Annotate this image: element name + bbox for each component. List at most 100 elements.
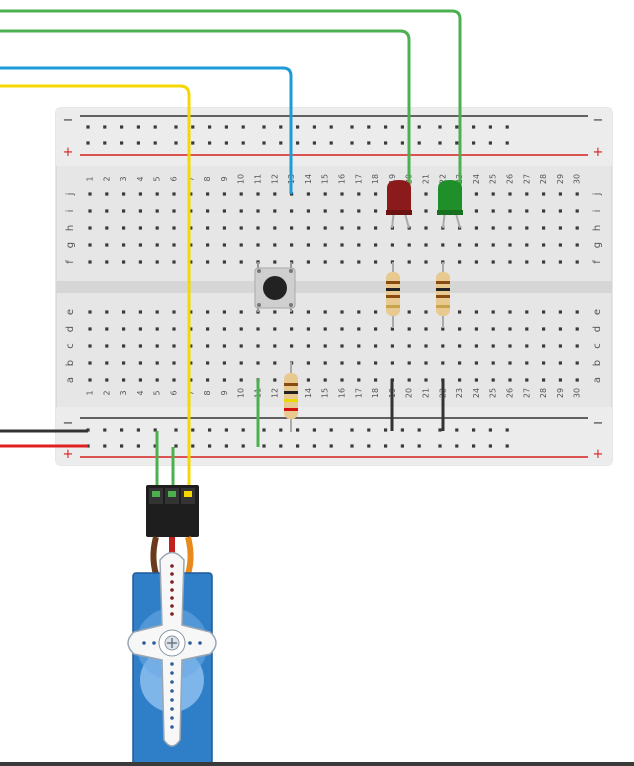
column-number-label: 30 <box>573 174 582 184</box>
hole <box>88 378 92 382</box>
hole <box>306 310 310 314</box>
hole <box>312 141 316 145</box>
hole <box>441 226 445 230</box>
hole <box>88 243 92 247</box>
hole <box>474 209 478 213</box>
column-number-label: 8 <box>203 390 212 395</box>
hole <box>172 378 176 382</box>
green-wire-outer <box>0 9 462 204</box>
row-letter-label: c <box>65 343 76 349</box>
hole <box>329 444 333 448</box>
hole <box>206 327 210 331</box>
horn-hole <box>170 588 174 592</box>
hole <box>417 141 421 145</box>
hole <box>120 141 124 145</box>
hole <box>273 226 277 230</box>
breadboard: − + − + − + − + 112233445566778899101011… <box>55 107 613 466</box>
hole <box>155 344 159 348</box>
horn-hole <box>170 680 174 684</box>
horn-hole <box>170 716 174 720</box>
hole <box>374 361 378 365</box>
hole <box>155 209 159 213</box>
hole <box>367 141 371 145</box>
hole <box>262 141 266 145</box>
column-number-label: 17 <box>354 174 363 184</box>
led-green <box>437 180 463 229</box>
hole <box>189 260 193 264</box>
column-number-label: 5 <box>153 390 162 395</box>
hole <box>407 310 411 314</box>
hole <box>525 310 529 314</box>
hole <box>138 209 142 213</box>
hole <box>279 141 283 145</box>
hole <box>105 310 109 314</box>
hole <box>273 209 277 213</box>
column-number-label: 22 <box>438 174 447 184</box>
hole <box>455 428 459 432</box>
hole <box>329 141 333 145</box>
hole <box>306 260 310 264</box>
hole <box>340 361 344 365</box>
wires <box>0 9 462 488</box>
column-number-label: 7 <box>186 390 195 395</box>
hole <box>224 428 228 432</box>
hole <box>374 327 378 331</box>
hole <box>290 209 294 213</box>
hole <box>273 192 277 196</box>
hole <box>189 361 193 365</box>
servo-motor <box>127 551 217 766</box>
hole <box>122 327 126 331</box>
resistor-icon <box>284 373 298 419</box>
hole <box>438 444 442 448</box>
pushbutton <box>254 262 296 312</box>
column-number-label: 3 <box>119 390 128 395</box>
hole <box>138 361 142 365</box>
hole <box>357 310 361 314</box>
hole <box>155 260 159 264</box>
hole <box>189 226 193 230</box>
horn-hole <box>170 564 174 568</box>
hole <box>189 209 193 213</box>
hole <box>474 310 478 314</box>
hole <box>525 344 529 348</box>
hole <box>103 141 107 145</box>
column-number-label: 7 <box>186 176 195 181</box>
rail-minus-label: − <box>593 416 604 431</box>
row-letter-label: j <box>65 193 76 197</box>
hole <box>189 378 193 382</box>
hole <box>138 327 142 331</box>
hole <box>105 378 109 382</box>
hole <box>575 378 579 382</box>
column-number-label: 27 <box>522 388 531 398</box>
hole <box>374 310 378 314</box>
hole <box>306 243 310 247</box>
hole <box>206 260 210 264</box>
hole <box>542 327 546 331</box>
column-number-label: 27 <box>522 174 531 184</box>
resistor-icon <box>386 272 400 316</box>
row-letter-label: h <box>592 225 603 231</box>
hole <box>472 428 476 432</box>
hole <box>558 344 562 348</box>
column-number-label: 2 <box>102 176 111 181</box>
hole <box>407 344 411 348</box>
hole <box>474 226 478 230</box>
hole <box>103 125 107 129</box>
hole <box>340 344 344 348</box>
hole <box>241 141 245 145</box>
hole <box>172 192 176 196</box>
hole <box>174 141 178 145</box>
hole <box>323 327 327 331</box>
horn-hole <box>188 641 192 645</box>
hole <box>222 310 226 314</box>
hole <box>105 260 109 264</box>
row-letter-label: i <box>592 210 603 213</box>
hole <box>407 260 411 264</box>
hole <box>407 226 411 230</box>
column-number-label: 10 <box>237 174 246 184</box>
hole <box>155 226 159 230</box>
hole <box>400 428 404 432</box>
row-letter-label: g <box>592 242 603 248</box>
column-number-label: 12 <box>270 174 279 184</box>
pushbutton-icon <box>263 276 287 300</box>
